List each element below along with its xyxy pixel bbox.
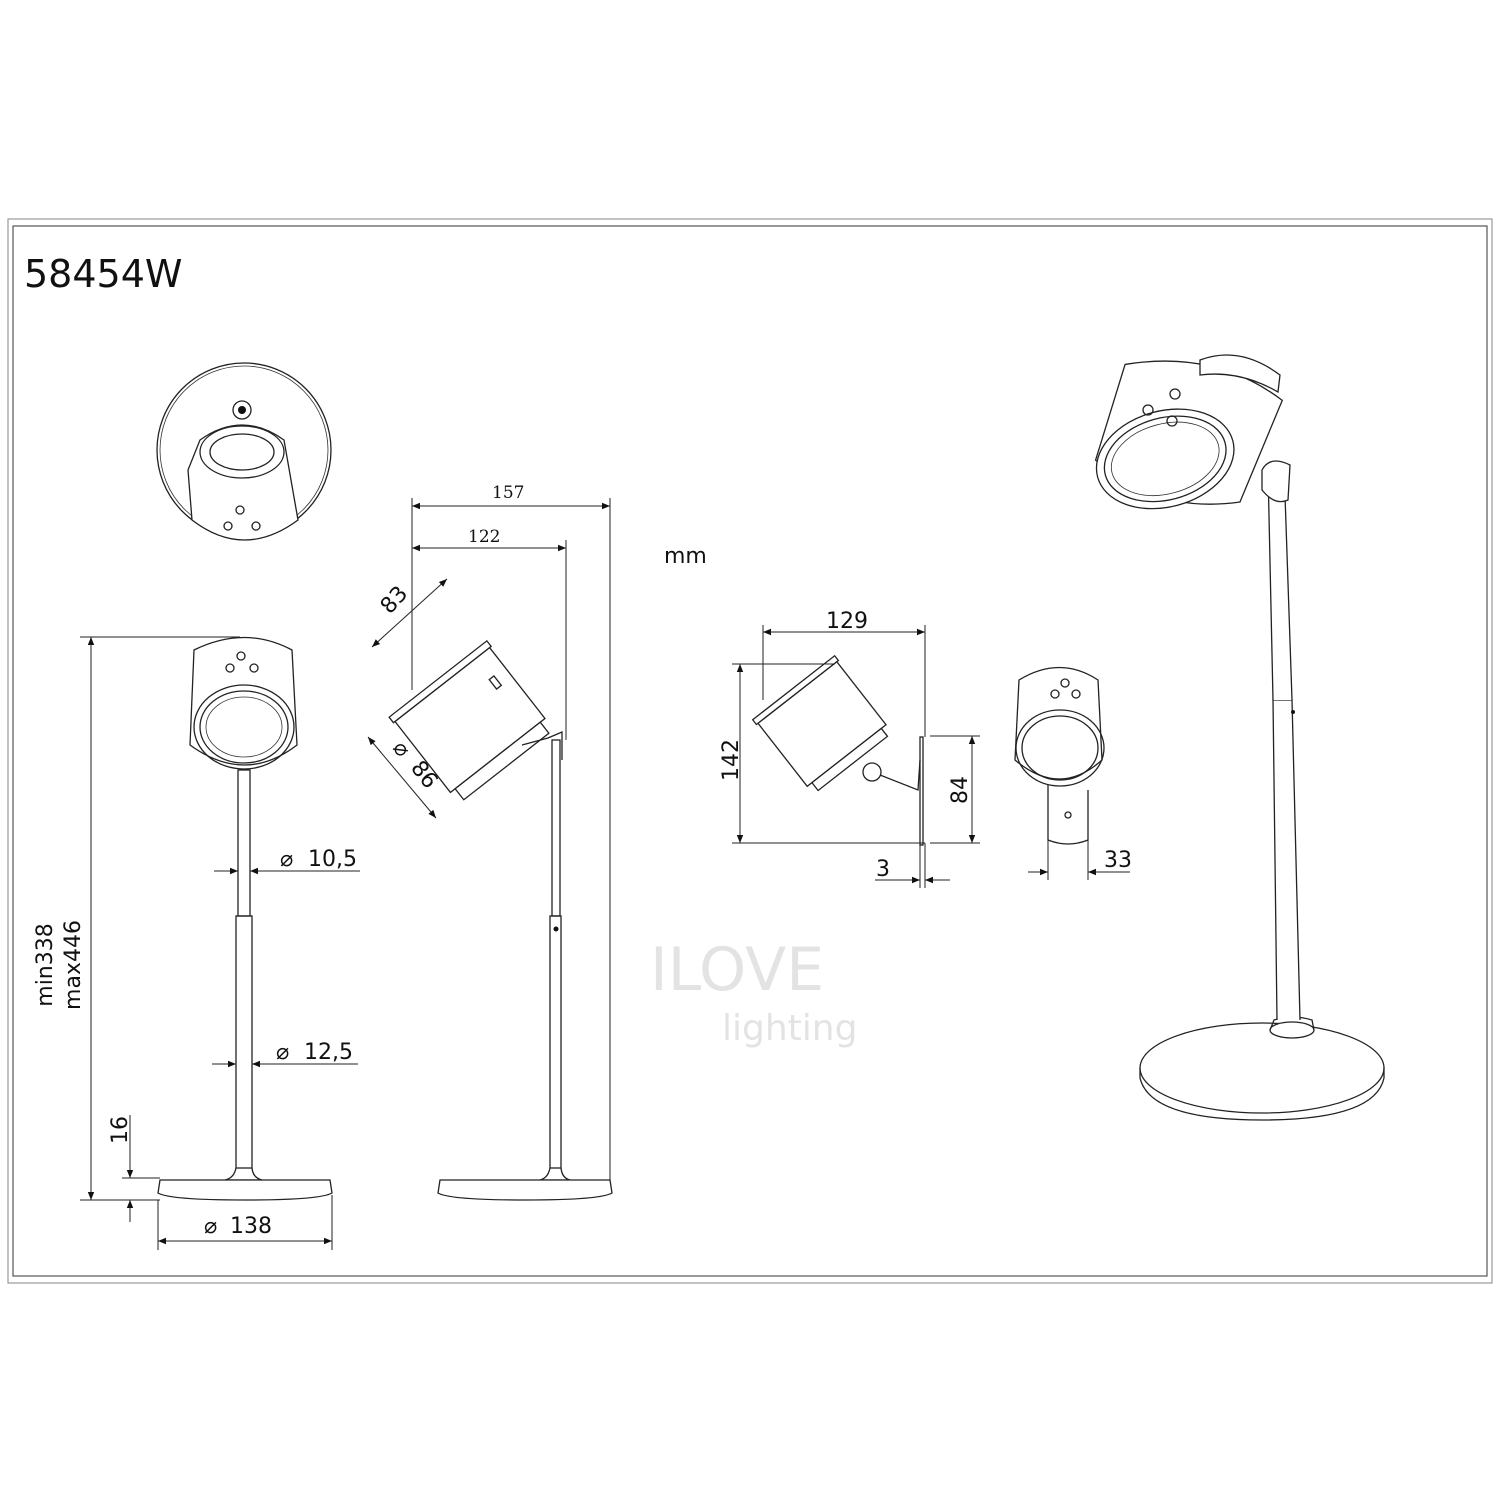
stem-lower-diameter-label: 12,5 bbox=[304, 1040, 353, 1065]
height-max-label: max446 bbox=[61, 920, 86, 1010]
side-width-total-label: 157 bbox=[492, 483, 524, 503]
watermark-logo: ILOVE lighting bbox=[650, 935, 857, 1049]
front-view-dimensions: min338 max446 16 ⌀ 138 ⌀ 10,5 ⌀ 12,5 bbox=[33, 636, 360, 1250]
unit-label: mm bbox=[664, 544, 707, 569]
diameter-symbol: ⌀ bbox=[204, 1214, 217, 1239]
stem-upper-diameter-label: 10,5 bbox=[308, 847, 357, 872]
wall-mount-front-view: 33 bbox=[1014, 666, 1132, 880]
base-height-label: 16 bbox=[108, 1116, 133, 1144]
top-view bbox=[156, 362, 332, 541]
head-depth-label: 83 bbox=[376, 581, 413, 619]
diameter-symbol: ⌀ bbox=[276, 1040, 289, 1065]
drawing-frame bbox=[7, 218, 1493, 1284]
wall-mount-side-view bbox=[751, 654, 924, 846]
side-view bbox=[388, 639, 613, 1201]
diameter-symbol: ⌀ bbox=[280, 847, 293, 872]
wall-plate-height-label: 84 bbox=[948, 776, 973, 804]
perspective-view bbox=[1094, 354, 1385, 1121]
wall-plate-width-label: 33 bbox=[1104, 848, 1132, 873]
svg-text:ILOVE: ILOVE bbox=[650, 935, 824, 1005]
svg-text:lighting: lighting bbox=[722, 1008, 857, 1049]
product-code-title: 58454W bbox=[24, 252, 182, 296]
side-view-dimensions: 157 122 83 ⌀ 86 bbox=[367, 483, 611, 1180]
wall-width-label: 129 bbox=[826, 609, 868, 634]
wall-mount-dimensions: 129 142 84 3 bbox=[719, 609, 980, 888]
height-min-label: min338 bbox=[33, 923, 58, 1006]
diameter-symbol: ⌀ bbox=[387, 736, 415, 762]
wall-plate-thickness-label: 3 bbox=[876, 857, 890, 882]
front-view bbox=[157, 636, 333, 1201]
side-width-head-label: 122 bbox=[468, 527, 500, 547]
base-diameter-label: 138 bbox=[230, 1214, 272, 1239]
wall-height-label: 142 bbox=[719, 739, 744, 781]
